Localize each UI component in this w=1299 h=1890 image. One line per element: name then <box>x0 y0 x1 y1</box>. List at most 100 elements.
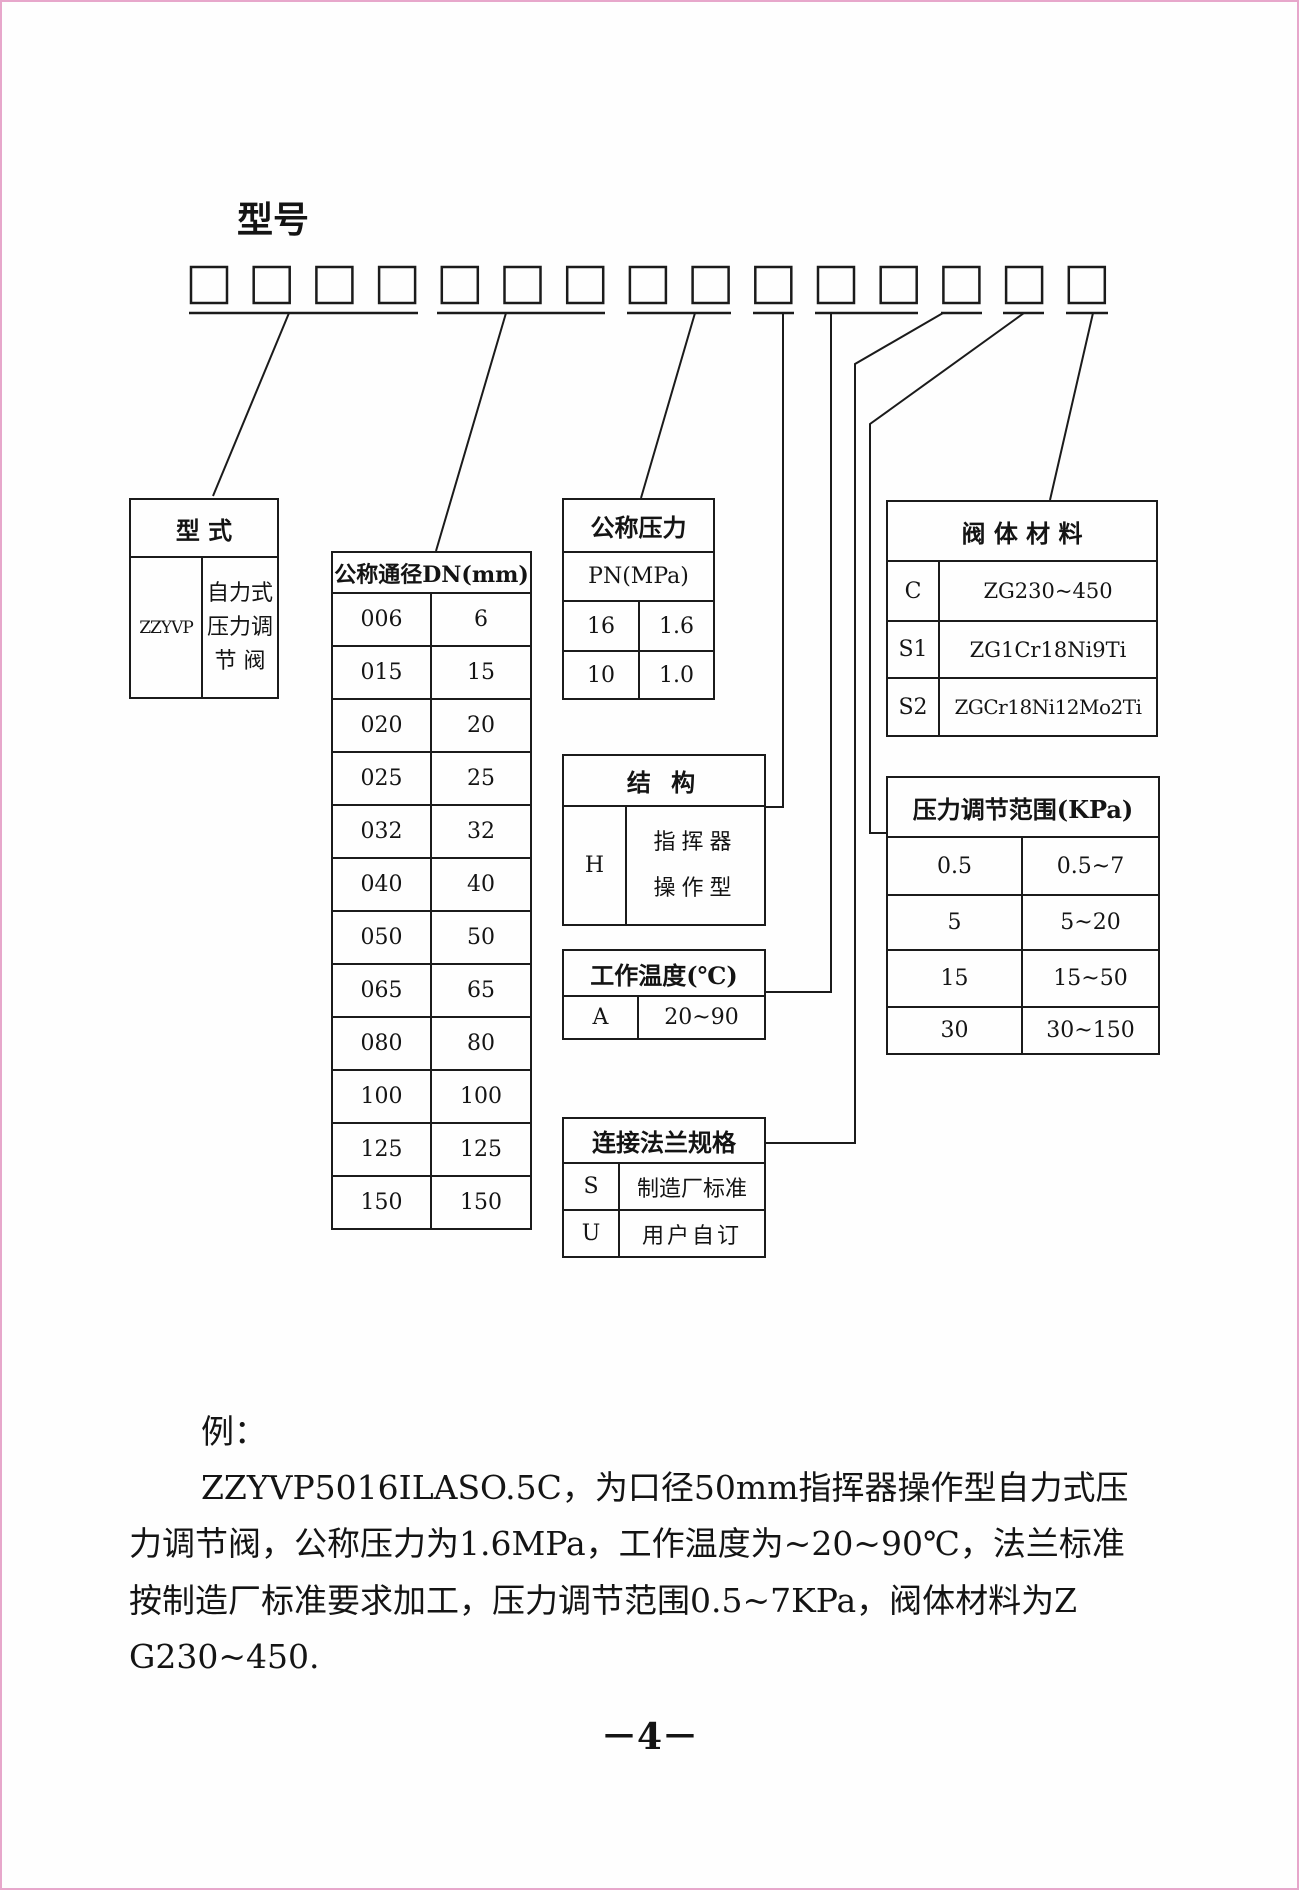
range-code-cell: 30 <box>886 1006 1023 1055</box>
diameter-value-cell: 15 <box>429 645 533 700</box>
leader-line-structure <box>764 313 784 808</box>
structure-desc-cell: 指挥器 操作型 <box>624 805 767 926</box>
type-desc-cell: 自力式 压力调 节 阀 <box>200 556 280 699</box>
diameter-code-cell: 050 <box>331 910 432 965</box>
diameter-value-cell: 125 <box>429 1122 533 1177</box>
pressure-value-cell: 1.0 <box>638 650 715 700</box>
type-code-cell: ZZYVP <box>129 556 203 699</box>
diameter-value-cell: 150 <box>429 1175 533 1230</box>
leader-line-pressure <box>640 312 696 499</box>
pressure-code-cell: 16 <box>562 600 640 652</box>
code-box <box>691 265 730 305</box>
code-boxes <box>189 265 1107 305</box>
range-code-cell: 15 <box>886 949 1023 1008</box>
example-label: 例： <box>201 1412 267 1451</box>
code-box <box>565 265 605 305</box>
diameter-code-cell: 150 <box>331 1175 432 1230</box>
diameter-code-cell: 032 <box>331 804 432 859</box>
range-header: 压力调节范围(KPa) <box>886 776 1160 838</box>
diameter-code-cell: 125 <box>331 1122 432 1177</box>
diameter-value-cell: 65 <box>429 963 533 1018</box>
range-value-cell: 15~50 <box>1021 949 1160 1008</box>
example-line: ZZYVP5016ILASO.5C，为口径50mm指挥器操作型自力式压 <box>201 1468 1129 1507</box>
material-value-cell: ZGCr18Ni12Mo2Ti <box>937 677 1159 737</box>
diameter-code-cell: 006 <box>331 592 432 647</box>
page-number: －4－ <box>600 1716 699 1758</box>
diameter-value-cell: 40 <box>429 857 533 912</box>
diameter-code-cell: 080 <box>331 1016 432 1071</box>
material-header: 阀 体 材 料 <box>885 500 1159 562</box>
type-table: 型 式 ZZYVP 自力式 压力调 节 阀 <box>128 498 280 699</box>
temperature-header: 工作温度(℃) <box>562 949 766 997</box>
type-desc-line: 压力调 <box>207 614 274 640</box>
pressure-header: 公称压力 <box>562 498 715 553</box>
code-box <box>1004 265 1044 305</box>
code-box <box>1067 265 1107 305</box>
structure-code-cell: H <box>562 805 627 926</box>
flange-value-cell: 制造厂标准 <box>618 1162 766 1211</box>
diameter-code-cell: 065 <box>331 963 432 1018</box>
material-code-cell: C <box>886 560 940 622</box>
diameter-code-cell: 100 <box>331 1069 432 1124</box>
type-desc-line: 自力式 <box>207 580 274 606</box>
material-code-cell: S1 <box>886 620 940 679</box>
diameter-value-cell: 20 <box>429 698 533 753</box>
code-box <box>879 265 918 305</box>
temperature-code-cell: A <box>562 995 639 1040</box>
pressure-subheader: PN(MPa) <box>562 551 715 602</box>
structure-table: 结 构 H 指挥器 操作型 <box>561 754 767 926</box>
diameter-header: 公称通径DN(mm) <box>330 551 533 594</box>
range-code-cell: 0.5 <box>886 836 1023 896</box>
type-header: 型 式 <box>128 498 280 558</box>
range-value-cell: 5~20 <box>1021 894 1160 951</box>
material-code-cell: S2 <box>886 677 940 737</box>
code-box <box>315 265 354 305</box>
pressure-value-cell: 1.6 <box>638 600 715 652</box>
pressure-code-cell: 10 <box>562 650 640 700</box>
leader-line-temperature <box>764 313 832 993</box>
structure-desc-line: 指挥器 <box>653 829 738 855</box>
model-title: 型号 <box>237 199 310 241</box>
code-box <box>754 265 793 305</box>
example-line: 按制造厂标准要求加工，压力调节范围0.5~7KPa，阀体材料为Z <box>129 1581 1078 1620</box>
temperature-value-cell: 20~90 <box>637 995 766 1040</box>
leader-line-type <box>212 312 290 497</box>
example-line: 力调节阀，公称压力为1.6MPa，工作温度为~20~90℃，法兰标准 <box>129 1524 1125 1563</box>
range-value-cell: 30~150 <box>1021 1006 1160 1055</box>
example-line: G230~450. <box>129 1637 320 1676</box>
flange-code-cell: S <box>562 1162 620 1211</box>
code-box <box>252 265 291 305</box>
structure-header: 结 构 <box>561 754 767 807</box>
leader-line-diameter <box>435 312 507 552</box>
diameter-value-cell: 50 <box>429 910 533 965</box>
code-box <box>628 265 668 305</box>
flange-code-cell: U <box>562 1209 620 1258</box>
diameter-code-cell: 015 <box>331 645 432 700</box>
flange-header: 连接法兰规格 <box>562 1117 766 1164</box>
